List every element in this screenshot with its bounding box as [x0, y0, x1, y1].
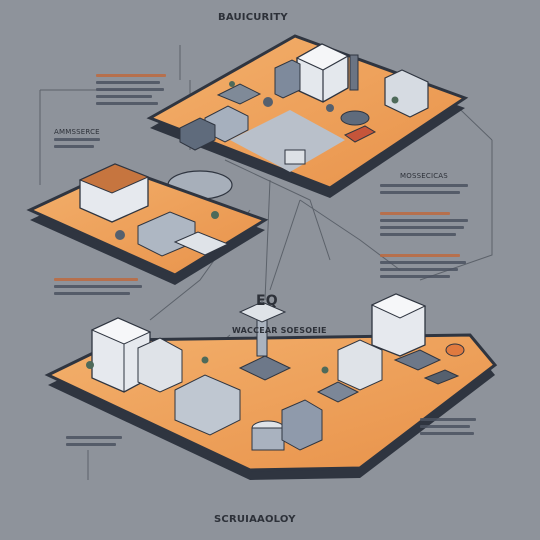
left-text-block — [54, 138, 104, 152]
right-text-block-3 — [380, 254, 470, 282]
left-text-block-2 — [54, 278, 144, 299]
central-tower — [238, 301, 287, 357]
top-left-text-block — [96, 74, 168, 109]
right-tag-label: MOSSECICAS — [400, 172, 448, 180]
bottom-right-text-block — [420, 418, 480, 439]
footer-caption: SCRUIAAOLOY — [214, 514, 296, 525]
center-subtitle: WACCEAR SOESOEIE — [232, 326, 327, 335]
left-platform — [26, 163, 269, 285]
bottom-left-text-block — [66, 436, 126, 450]
header-title: BAUICURITY — [218, 12, 288, 23]
right-text-block-1 — [380, 184, 470, 198]
top-buildings — [179, 43, 429, 151]
right-text-block-2 — [380, 212, 470, 240]
bottom-buildings — [86, 293, 465, 451]
left-tag-label: AMMSSERCE — [54, 128, 100, 136]
center-code-label: EQ — [256, 293, 278, 309]
